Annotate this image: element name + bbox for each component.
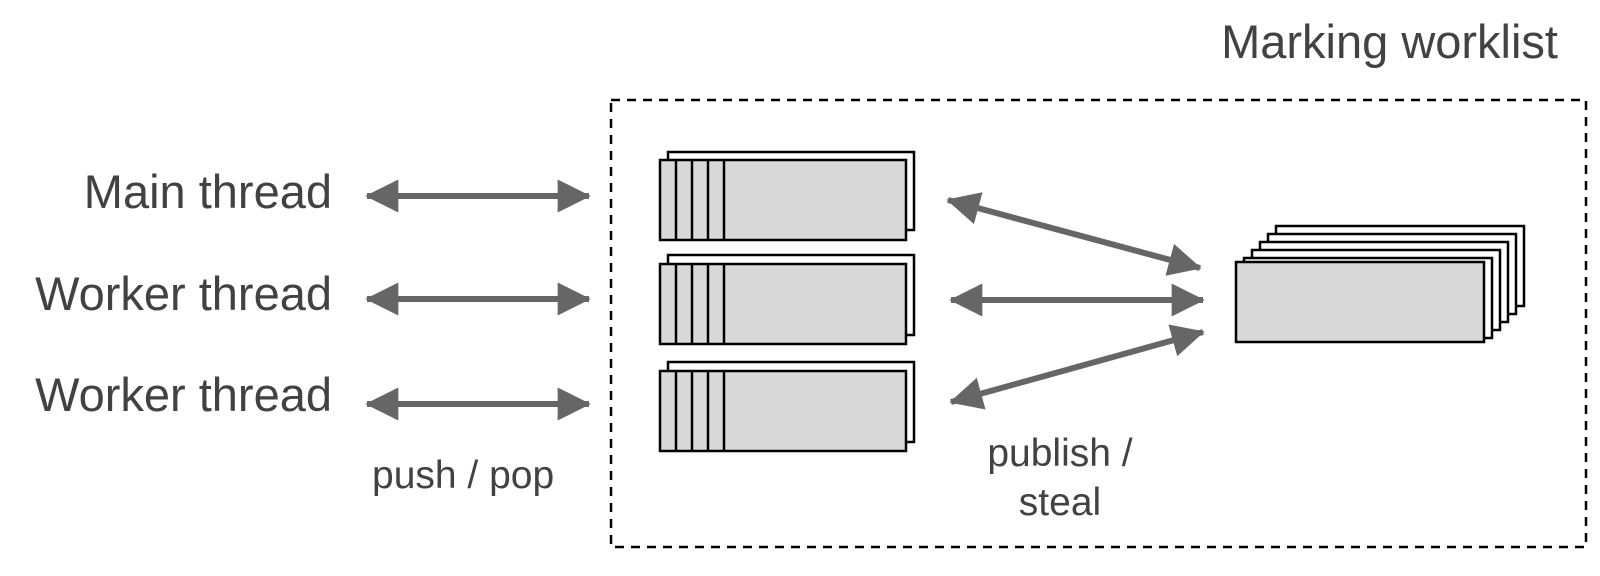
worker-thread-label-2: Worker thread — [35, 368, 332, 421]
publish-steal-arrow-top — [946, 192, 1202, 276]
publish-steal-arrows — [946, 192, 1205, 410]
main-thread-label: Main thread — [83, 165, 332, 218]
marking-worklist-boundary — [609, 98, 1588, 549]
local-segment-2 — [658, 253, 916, 346]
marking-worklist-title: Marking worklist — [1221, 15, 1558, 68]
global-segment-pool — [1234, 224, 1526, 344]
publish-steal-label: publish / steal — [987, 432, 1133, 524]
worker-thread-label-1: Worker thread — [35, 267, 332, 320]
global-segment-front — [1234, 260, 1486, 344]
local-segment-3 — [658, 360, 916, 453]
push-pop-label: push / pop — [372, 454, 555, 497]
push-pop-arrows — [365, 179, 591, 421]
publish-steal-arrow-bottom — [949, 324, 1205, 410]
local-segment-1 — [658, 150, 916, 242]
